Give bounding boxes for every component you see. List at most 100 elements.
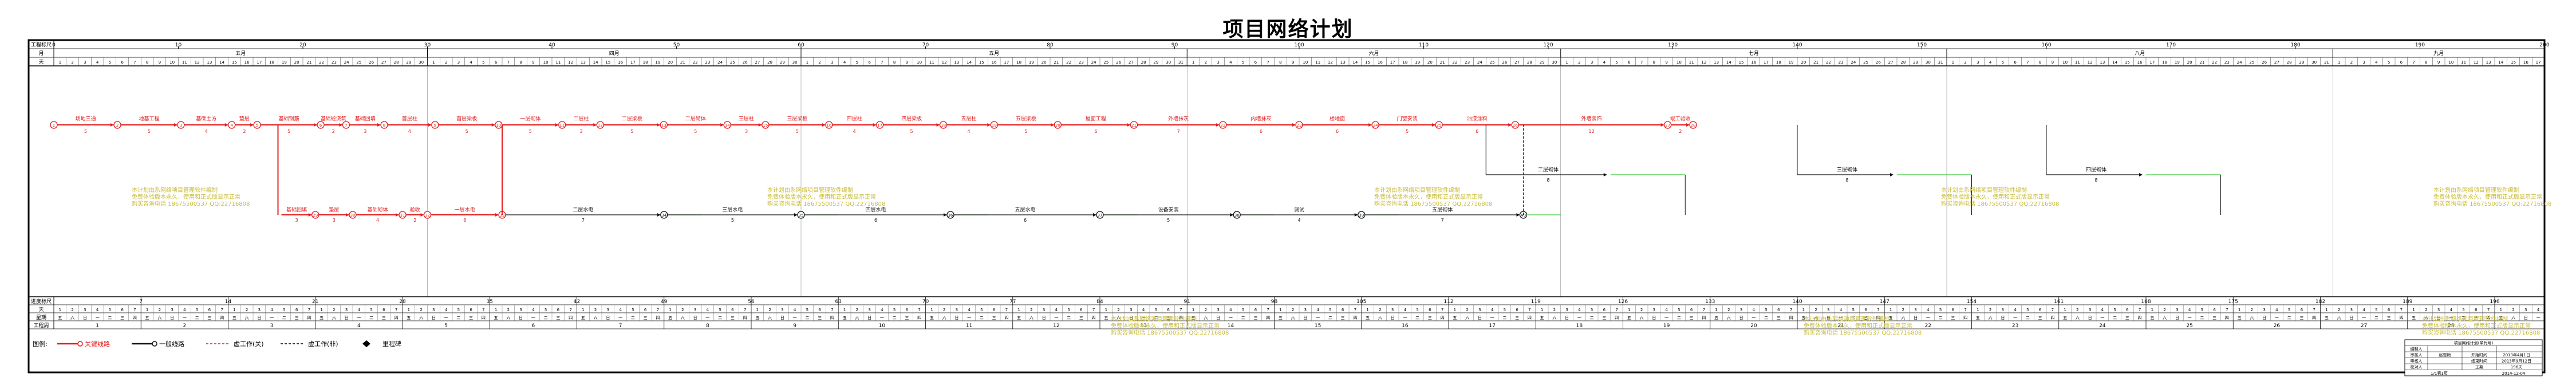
weekday: 三 bbox=[2474, 316, 2478, 320]
event-number: 14 bbox=[725, 123, 730, 128]
weekday: 四 bbox=[1789, 316, 1793, 320]
footer-day-number: 7 bbox=[1790, 308, 1792, 312]
arrow-head bbox=[593, 123, 597, 127]
day-number: 30 bbox=[792, 60, 798, 65]
day-number: 16 bbox=[2523, 60, 2528, 65]
weekday: 三 bbox=[818, 316, 822, 320]
day-number: 2 bbox=[71, 60, 73, 65]
weekday: 四 bbox=[1441, 316, 1445, 320]
day-number: 18 bbox=[2162, 60, 2167, 65]
arrow-head bbox=[173, 123, 177, 127]
day-number: 19 bbox=[655, 60, 660, 65]
day-number: 2 bbox=[1578, 60, 1580, 65]
header-row-label: 天 bbox=[38, 60, 44, 65]
weekday: 二 bbox=[1415, 316, 1419, 320]
day-number: 23 bbox=[1465, 60, 1470, 65]
critical-activity-name: 基础钢筋 bbox=[279, 115, 299, 122]
weekday: 五 bbox=[494, 316, 498, 320]
day-number: 26 bbox=[1876, 60, 1881, 65]
footer-day-number: 7 bbox=[395, 308, 397, 312]
week-number: 7 bbox=[619, 323, 622, 329]
day-number: 17 bbox=[630, 60, 636, 65]
footer-day-number: 4 bbox=[2275, 308, 2278, 312]
day-number: 11 bbox=[2461, 60, 2466, 65]
weekday: 五 bbox=[58, 316, 62, 320]
footer-day-number: 7 bbox=[918, 308, 920, 312]
footer-day-number: 5 bbox=[1939, 308, 1942, 312]
weekday: 六 bbox=[681, 315, 685, 320]
day-number: 14 bbox=[2498, 60, 2503, 65]
footer-day-number: 5 bbox=[1242, 308, 1244, 312]
event-number: 8 bbox=[383, 123, 385, 128]
day-number: 14 bbox=[219, 60, 224, 65]
weekday: 一 bbox=[2362, 316, 2366, 320]
footer-day-number: 7 bbox=[569, 308, 571, 312]
watermark-text: 购买咨询电话 18675500537 QQ:22716808 bbox=[1941, 200, 2059, 207]
event-number: 4 bbox=[230, 123, 233, 128]
day-number: 31 bbox=[1178, 60, 1184, 65]
day-number: 6 bbox=[868, 60, 871, 65]
critical-activity-name: 门窗安装 bbox=[1397, 115, 1418, 122]
day-number: 20 bbox=[1427, 60, 1433, 65]
day-number: 24 bbox=[1477, 60, 1482, 65]
weekday: 五 bbox=[145, 316, 149, 320]
weekday: 四 bbox=[307, 316, 311, 320]
day-number: 4 bbox=[1603, 60, 1606, 65]
footer-day-number: 4 bbox=[1404, 308, 1407, 312]
footer-day-number: 5 bbox=[457, 308, 460, 312]
title-block-value: 196天 bbox=[2511, 365, 2522, 370]
weekday: 日 bbox=[1129, 316, 1133, 320]
day-number: 9 bbox=[1665, 60, 1667, 65]
week-number: 3 bbox=[270, 323, 274, 329]
legend-node bbox=[77, 341, 83, 347]
footer-day-number: 3 bbox=[956, 308, 958, 312]
footer-day-number: 2 bbox=[1030, 308, 1032, 312]
footer-day-number: 7 bbox=[2487, 308, 2490, 312]
footer-day-number: 1 bbox=[843, 308, 846, 312]
day-tick: 190 bbox=[2415, 42, 2425, 48]
day-number: 27 bbox=[1129, 60, 1134, 65]
day-number: 25 bbox=[730, 60, 735, 65]
day-number: 7 bbox=[881, 60, 883, 65]
day-number: 21 bbox=[1054, 60, 1059, 65]
day-number: 13 bbox=[2486, 60, 2491, 65]
weekday: 三 bbox=[1864, 316, 1868, 320]
weekday: 六 bbox=[506, 315, 510, 320]
watermark-text: 免费体验版本永久，使用和正式版显示正常 bbox=[132, 193, 240, 201]
critical-activity-name: 油漆涂料 bbox=[1467, 115, 1488, 122]
footer-day-number: 4 bbox=[1142, 308, 1145, 312]
day-tick: 0 bbox=[52, 42, 56, 48]
lower-activity-name: 五层水电 bbox=[1015, 206, 1035, 213]
day-number: 2 bbox=[2350, 60, 2353, 65]
weekday: 一 bbox=[183, 316, 187, 320]
footer-day-number: 3 bbox=[868, 308, 870, 312]
footer-day-number: 5 bbox=[1155, 308, 1157, 312]
footer-day-number: 1 bbox=[233, 308, 235, 312]
weekday: 日 bbox=[83, 316, 87, 320]
day-number: 30 bbox=[1926, 60, 1931, 65]
day-tick: 50 bbox=[673, 42, 680, 48]
footer-day-number: 1 bbox=[2325, 308, 2328, 312]
footer-day-number: 6 bbox=[1777, 308, 1780, 312]
critical-activity-duration: 5 bbox=[910, 129, 913, 134]
footer-day-number: 7 bbox=[2052, 308, 2054, 312]
watermark-text: 本计划由系网络项目管理软件编制 bbox=[767, 186, 853, 194]
day-number: 6 bbox=[1628, 60, 1631, 65]
watermark-text: 本计划由系网络项目管理软件编制 bbox=[132, 186, 218, 194]
weekday: 六 bbox=[1989, 315, 1993, 320]
weekday: 五 bbox=[668, 316, 672, 320]
lower-activity-name: 五层砌体 bbox=[1432, 206, 1453, 213]
day-tick: 30 bbox=[424, 42, 431, 48]
title-block-value: 2013年4月1日 bbox=[2503, 352, 2530, 358]
day-number: 8 bbox=[2425, 60, 2427, 65]
day-number: 29 bbox=[1153, 60, 1158, 65]
footer-day-number: 3 bbox=[1217, 308, 1219, 312]
day-number: 17 bbox=[2149, 60, 2155, 65]
footer-day-number: 3 bbox=[2524, 308, 2527, 312]
day-number: 9 bbox=[2437, 60, 2440, 65]
weekday: 日 bbox=[1042, 316, 1046, 320]
weekday: 四 bbox=[656, 316, 660, 320]
event-number: 25 bbox=[1437, 123, 1442, 128]
critical-activity-name: 竣工验收 bbox=[1670, 115, 1691, 122]
watermark-text: 购买咨询电话 18675500537 QQ:22716808 bbox=[132, 200, 250, 207]
